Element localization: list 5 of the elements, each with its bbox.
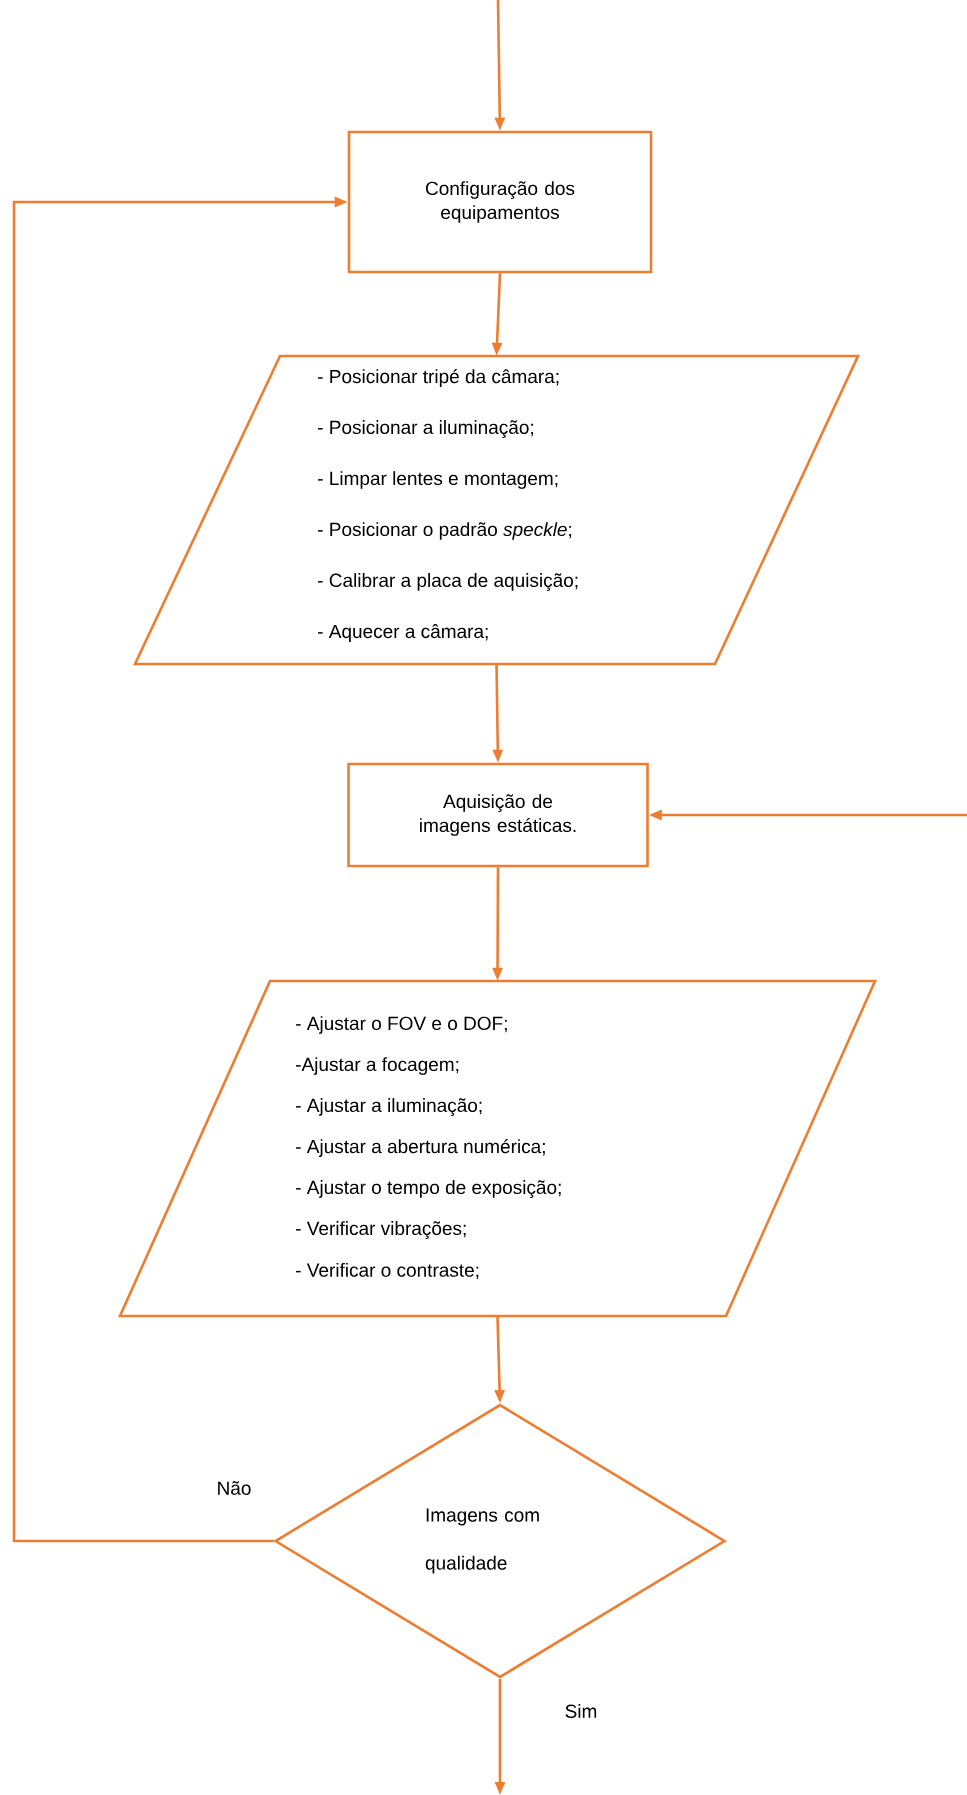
edge-label: Não [214, 1479, 254, 1497]
edge-label: Sim [562, 1702, 600, 1720]
data-parallelogram: - Ajustar o FOV e o DOF; -Ajustar a focagem; - Ajustar a iluminação; - Ajustar a abertura numérica; - Ajustar o tempo de exposição; - Verificar vibrações; - Verificar o contraste; [118, 979, 877, 1318]
process-box: Configuração dos equipamentos [347, 130, 653, 274]
process-box: Aquisição de imagens estáticas. [347, 762, 649, 868]
